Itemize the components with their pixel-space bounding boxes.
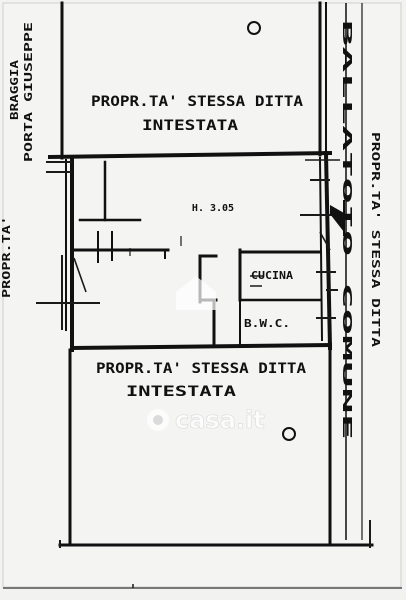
right-property-label: PROPR.TA' STESSA DITTA [369,132,382,348]
kitchen-label: CUCINA [251,269,293,282]
left-property-label: PROPR.TA' [0,216,13,298]
watermark-text: casa.it [175,406,265,434]
house-logo-icon [176,276,216,310]
left-street-upper-label: BRAGGIA [8,60,21,120]
circle-marker-top [247,21,261,35]
apartment-walls [47,150,333,352]
openings [36,159,340,330]
entrance-arrow-icon [330,205,344,232]
left-street-label: PORTA GIUSEPPE [22,22,35,162]
room-height-label: H. 3.05 [192,203,234,214]
right-street-label: BALLATOIO COMUNE [340,20,354,440]
dimension-marks [59,540,134,588]
casa-logo-icon-inner [153,415,163,425]
casa-watermark: casa.it [147,276,265,434]
top-property-line1: PROPR.TA' STESSA DITTA [91,94,304,110]
circle-marker-bottom [282,427,296,441]
bathroom-label: B.W.C. [244,317,290,330]
bottom-property-line2: INTESTATA [126,384,237,400]
bottom-property-line1: PROPR.TA' STESSA DITTA [96,361,307,377]
lot-boundary [58,1,374,548]
top-property-line2: INTESTATA [142,118,239,134]
